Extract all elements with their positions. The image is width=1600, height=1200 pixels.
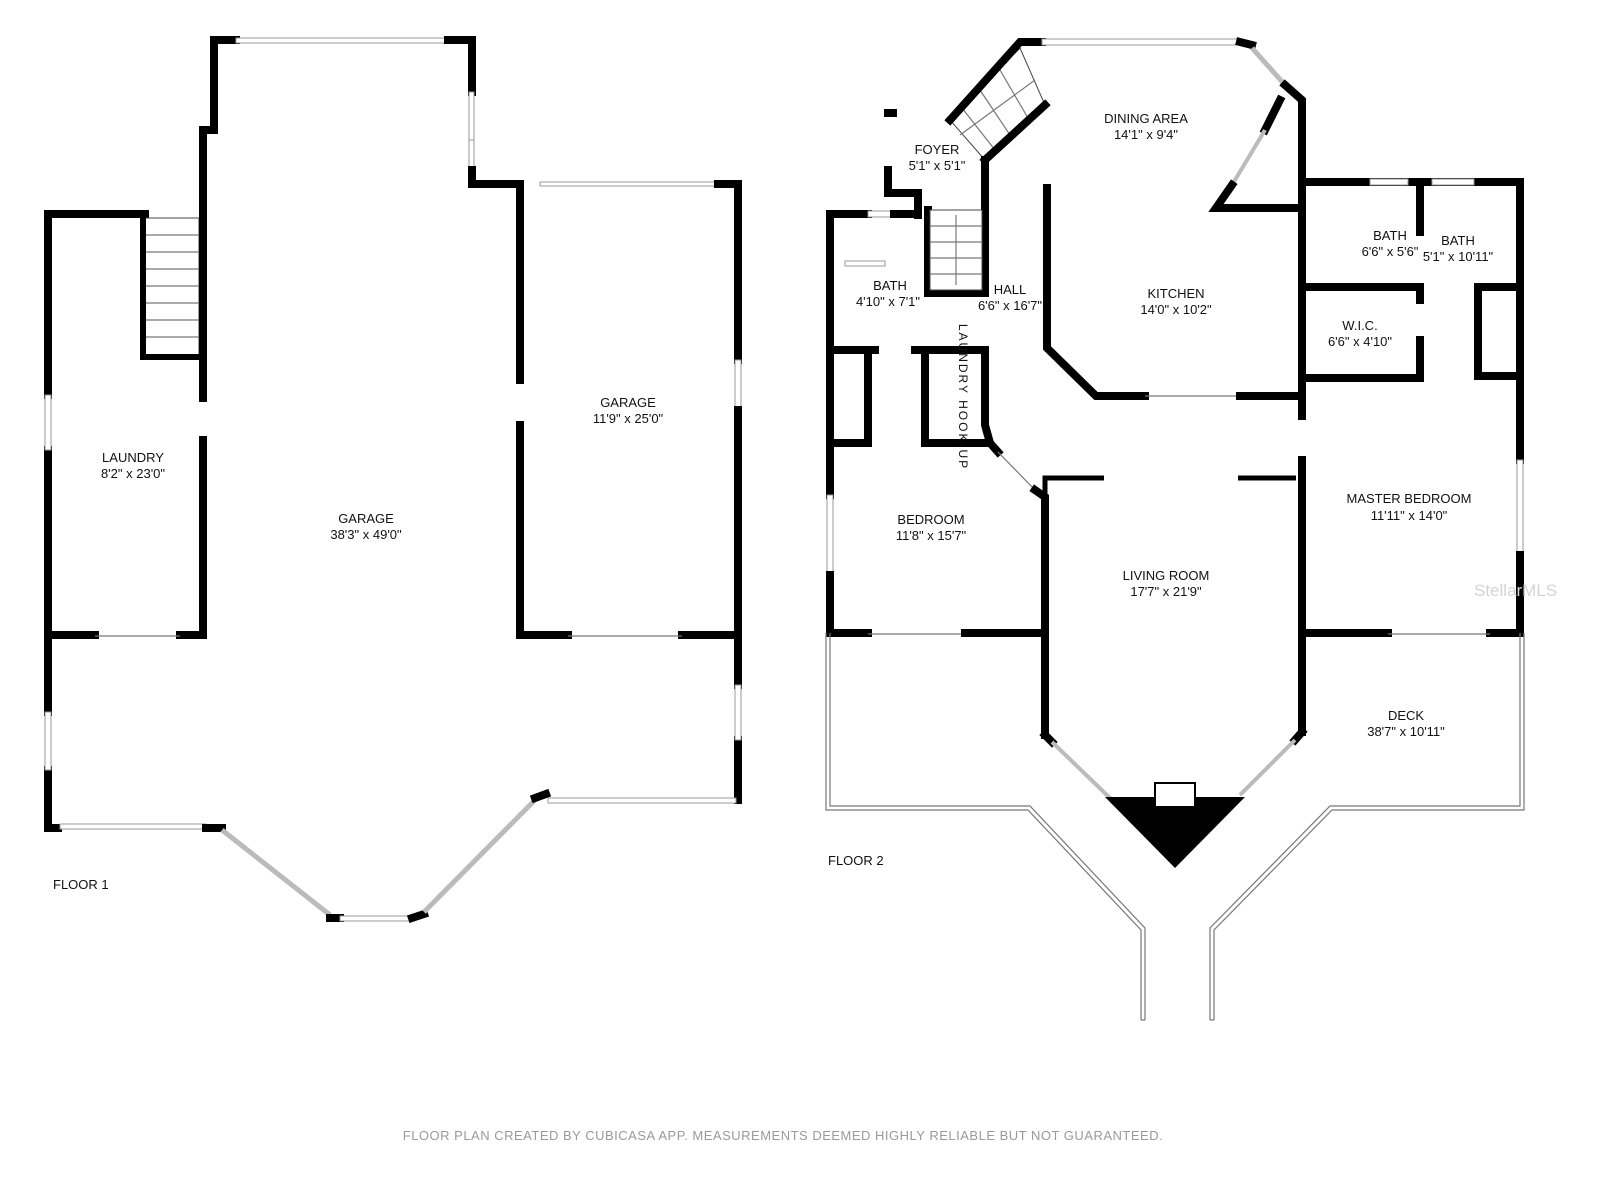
room-name: MASTER BEDROOM <box>1347 491 1472 506</box>
fireplace <box>1105 797 1245 868</box>
room-name: KITCHEN <box>1147 286 1204 301</box>
room-name: LAUNDRY HOOK-UP <box>956 324 970 470</box>
stairs-floor1 <box>140 215 202 360</box>
stairs-floor2 <box>929 209 983 291</box>
room-size: 17'7" x 21'9" <box>1130 584 1202 599</box>
floor-2-label: FLOOR 2 <box>828 853 884 868</box>
room-size: 6'6" x 4'10" <box>1328 334 1392 349</box>
floor-1-walls <box>44 36 742 924</box>
footer-disclaimer: FLOOR PLAN CREATED BY CUBICASA APP. MEAS… <box>403 1128 1163 1143</box>
room-size: 11'8" x 15'7" <box>896 528 967 543</box>
room-size: 11'11" x 14'0" <box>1371 508 1448 523</box>
room-size: 38'7" x 10'11" <box>1367 724 1445 739</box>
room-size: 14'0" x 10'2" <box>1140 302 1212 317</box>
room-name: DECK <box>1388 708 1424 723</box>
room-name: LIVING ROOM <box>1123 568 1210 583</box>
room-size: 6'6" x 5'6" <box>1362 244 1419 259</box>
room-name: LAUNDRY <box>102 450 164 465</box>
room-name: HALL <box>994 282 1027 297</box>
room-size: 8'2" x 23'0" <box>101 466 165 481</box>
floor-2-walls <box>825 37 1525 1021</box>
room-size: 6'6" x 16'7" <box>978 298 1042 313</box>
room-name: BATH <box>873 278 907 293</box>
deck-railing <box>825 633 1525 1021</box>
room-size: 5'1" x 10'11" <box>1423 249 1494 264</box>
room-name: BEDROOM <box>897 512 964 527</box>
room-name: W.I.C. <box>1342 318 1377 333</box>
room-name: BATH <box>1441 233 1475 248</box>
floor-1-label: FLOOR 1 <box>53 877 109 892</box>
room-name: GARAGE <box>338 511 394 526</box>
room-name: BATH <box>1373 228 1407 243</box>
floor-2-labels: FOYER 5'1" x 5'1" DINING AREA 14'1" x 9'… <box>828 111 1494 868</box>
room-size: 5'1" x 5'1" <box>909 158 966 173</box>
room-size: 14'1" x 9'4" <box>1114 127 1178 142</box>
room-name: DINING AREA <box>1104 111 1188 126</box>
room-size: 38'3" x 49'0" <box>330 527 402 542</box>
room-name: FOYER <box>915 142 960 157</box>
room-size: 4'10" x 7'1" <box>856 294 920 309</box>
room-name: GARAGE <box>600 395 656 410</box>
watermark: StellarMLS <box>1474 581 1557 600</box>
floor-1-labels: LAUNDRY 8'2" x 23'0" GARAGE 38'3" x 49'0… <box>53 395 664 892</box>
room-size: 11'9" x 25'0" <box>593 411 664 426</box>
